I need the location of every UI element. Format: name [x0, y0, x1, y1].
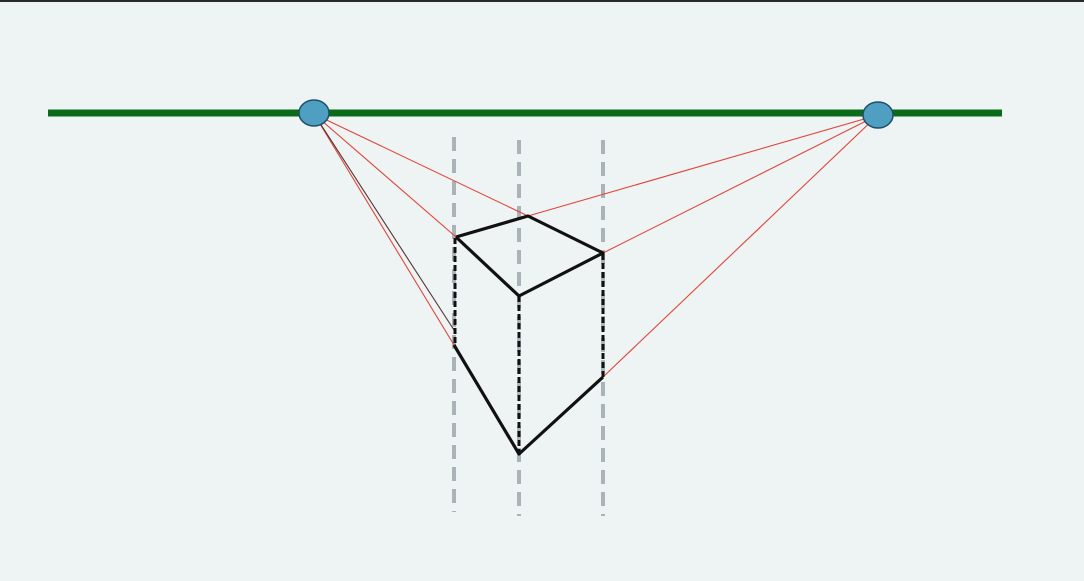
construction-line [527, 114, 879, 217]
construction-line [313, 113, 455, 331]
box-bottom-edges [452, 344, 605, 456]
vertical-guides [452, 137, 605, 516]
construction-line [602, 114, 879, 378]
construction-line [313, 113, 457, 238]
left-vanishing-point[interactable] [298, 99, 330, 127]
box-vertical-edges [453, 238, 605, 454]
right-construction-lines [527, 114, 879, 378]
left-construction-lines [313, 113, 529, 346]
construction-line [602, 114, 879, 254]
top-border [0, 0, 1084, 2]
box-outline [452, 214, 605, 456]
construction-line [313, 113, 455, 346]
construction-line [313, 113, 529, 217]
right-vanishing-point[interactable] [862, 101, 894, 129]
box-top-face [454, 214, 605, 298]
